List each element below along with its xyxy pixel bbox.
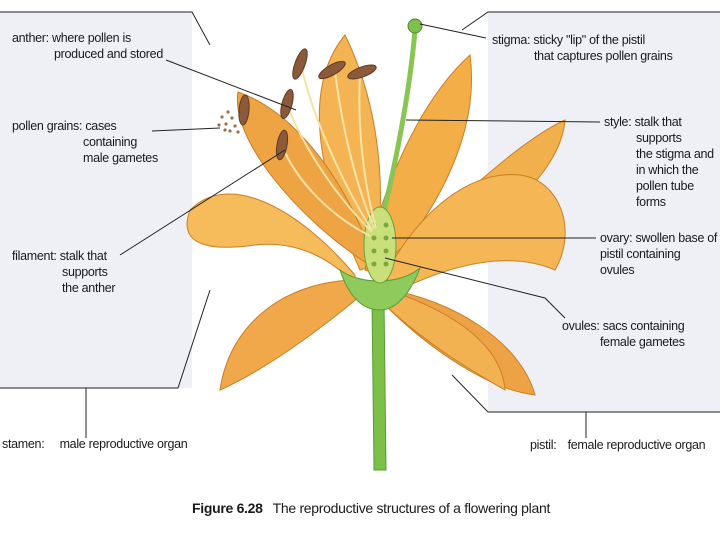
ovules-label: ovules: sacs containing female gametes [562,318,685,350]
stamen-desc: male reproductive organ [60,437,188,451]
style-term: style: [604,115,631,129]
style-desc-line3: the stigma and [604,146,714,162]
pistil-desc: female reproductive organ [568,438,706,452]
style-desc-line4: in which the [604,162,714,178]
anther-label: anther: where pollen is produced and sto… [12,30,163,62]
stigma [408,19,422,33]
figure-number: Figure 6.28 [192,500,263,516]
style-desc-line5: pollen tube [604,178,714,194]
pollen-label: pollen grains: cases containing male gam… [12,118,158,166]
anther-term: anther: [12,31,49,45]
ovules-term: ovules: [562,319,600,333]
stigma-desc-line1: sticky "lip" of the pistil [533,33,645,47]
figure-caption: Figure 6.28 The reproductive structures o… [192,500,550,516]
pollen-desc-line3: male gametes [12,150,158,166]
pistil-label: pistil: female reproductive organ [530,437,705,453]
anther-desc-line1: where pollen is [52,31,131,45]
pollen-term: pollen grains: [12,119,82,133]
ovules-desc-line2: female gametes [562,334,685,350]
ovules-desc-line1: sacs containing [603,319,685,333]
ovary [364,207,396,283]
stem [372,300,386,470]
stigma-term: stigma: [492,33,530,47]
pollen-desc-line2: containing [12,134,158,150]
anther-desc-line2: produced and stored [12,46,163,62]
stigma-desc-line2: that captures pollen grains [492,48,673,64]
ovary-desc-line1: swollen base of [635,231,717,245]
filament-desc-line3: the anther [12,280,115,296]
ovary-desc-line2: pistil containing [600,246,717,262]
style-label: style: stalk that supports the stigma an… [604,114,714,210]
filament-label: filament: stalk that supports the anther [12,248,115,296]
filament-desc-line1: stalk that [60,249,107,263]
style-desc-line6: forms [604,194,714,210]
ovary-term: ovary: [600,231,632,245]
pollen-desc-line1: cases [85,119,116,133]
style-desc-line1: stalk that [635,115,682,129]
ovary-desc-line3: ovules [600,262,717,278]
figure-caption-text: The reproductive structures of a floweri… [273,500,550,516]
filament-desc-line2: supports [12,264,115,280]
stigma-label: stigma: sticky "lip" of the pistil that … [492,32,673,64]
pollen-grains [217,110,239,133]
ovary-label: ovary: swollen base of pistil containing… [600,230,717,278]
filament-term: filament: [12,249,57,263]
pistil-term: pistil: [530,438,556,452]
style-desc-line2: supports [604,130,714,146]
stamen-label: stamen: male reproductive organ [2,436,187,452]
stamen-term: stamen: [2,437,44,451]
